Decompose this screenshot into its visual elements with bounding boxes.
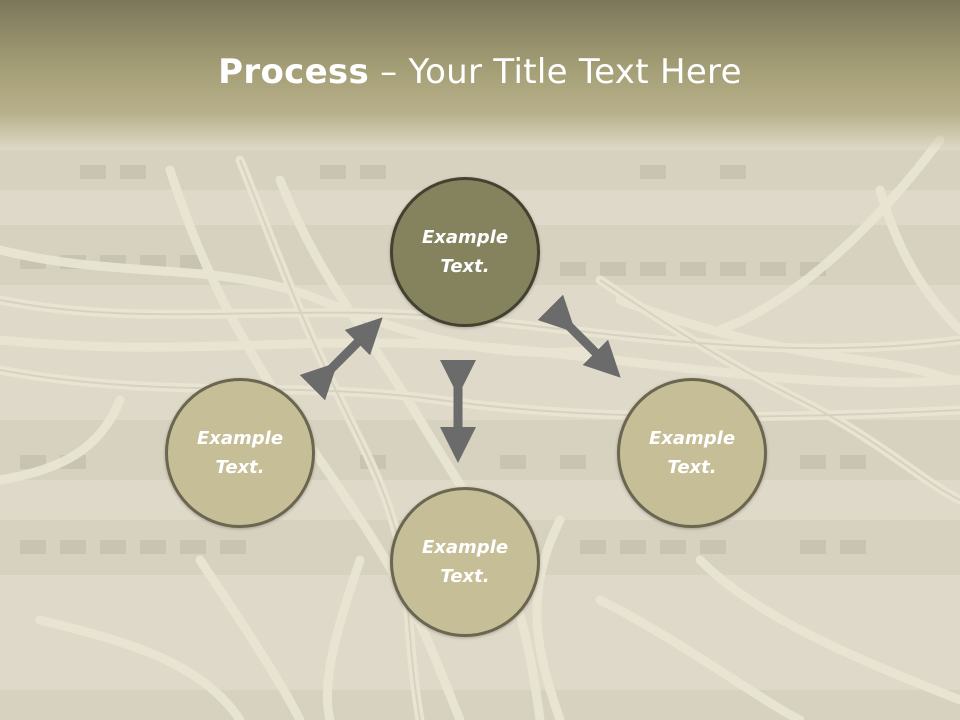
node-label: Example Text. xyxy=(648,428,736,478)
node-label: Example Text. xyxy=(421,537,509,587)
process-node-bottom[interactable]: Example Text. xyxy=(390,487,540,637)
node-label: Example Text. xyxy=(196,428,284,478)
slide-title: Process – Your Title Text Here xyxy=(0,52,960,92)
title-rest: – Your Title Text Here xyxy=(369,52,742,92)
title-banner xyxy=(0,0,960,150)
process-node-top[interactable]: Example Text. xyxy=(390,177,540,327)
process-node-right[interactable]: Example Text. xyxy=(617,378,767,528)
double-headed-arrow-icon xyxy=(537,294,621,378)
process-node-left[interactable]: Example Text. xyxy=(165,378,315,528)
double-headed-arrow-icon xyxy=(299,317,383,401)
node-label: Example Text. xyxy=(421,227,509,277)
title-bold: Process xyxy=(218,52,370,92)
